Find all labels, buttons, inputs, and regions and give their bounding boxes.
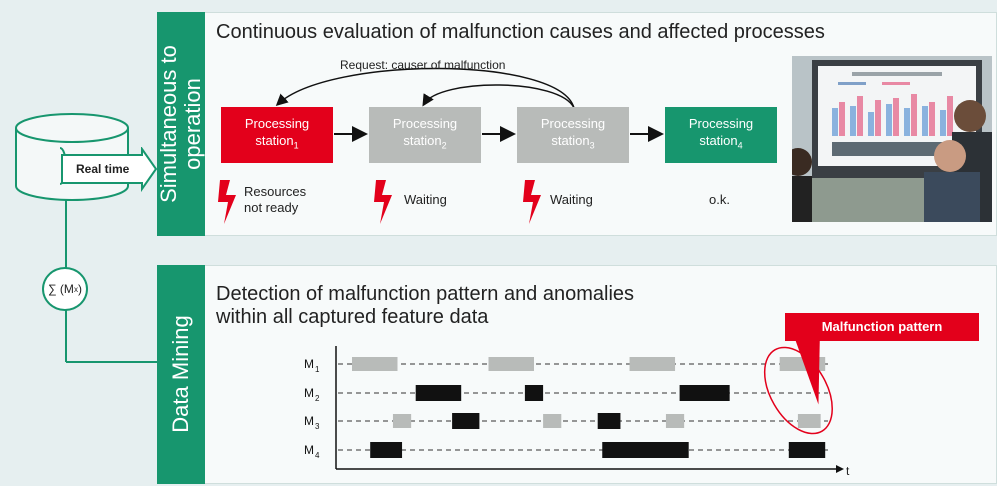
malfunction-highlight <box>763 346 833 435</box>
timeline-segment <box>452 413 480 429</box>
timeline-segment <box>679 385 730 401</box>
timeline-segment <box>797 414 821 428</box>
request-label: Request: causer of malfunction <box>340 58 506 72</box>
row-label: M <box>304 443 314 457</box>
row-label-sub: 1 <box>315 365 320 374</box>
row-label: M <box>304 414 314 428</box>
timeline-segment <box>524 385 544 401</box>
station-4-sub: 4 <box>737 140 743 151</box>
lightning-icon <box>218 180 236 224</box>
station-4-label: Processing <box>688 116 754 132</box>
station-3-name: station <box>551 133 590 149</box>
station-2-sub: 2 <box>441 140 447 151</box>
timeline-segment <box>415 385 462 401</box>
timeline-segment <box>629 357 676 371</box>
bottom-heading: Detection of malfunction pattern and ano… <box>216 283 634 329</box>
row-label-sub: 3 <box>315 422 320 431</box>
lightning-icon <box>374 180 392 224</box>
bottom-side-bar <box>157 265 205 484</box>
status-station-3: Waiting <box>550 192 593 207</box>
timeline-segment <box>788 442 826 458</box>
station-3-label: Processing <box>540 116 606 132</box>
station-1-sub: 1 <box>293 140 299 151</box>
lightning-icon <box>523 180 541 224</box>
realtime-arrow <box>61 147 158 193</box>
meeting-photo <box>792 56 992 222</box>
row-label: M <box>304 357 314 371</box>
timeline-segment <box>665 414 685 428</box>
callout-pointer <box>790 325 820 405</box>
station-2-name: station <box>403 133 442 149</box>
status-1-line1: Resources <box>244 184 307 199</box>
bottom-heading-line1: Detection of malfunction pattern and ano… <box>216 283 635 305</box>
realtime-label: Real time <box>76 162 130 176</box>
row-label: M <box>304 386 314 400</box>
station-1-name: station <box>255 133 294 149</box>
bottom-heading-line2: within all captured feature data <box>216 306 489 328</box>
station-2: Processing station2 <box>369 107 481 163</box>
malfunction-pattern-callout: Malfunction pattern <box>785 313 979 341</box>
sum-label: ∑ (M <box>48 282 74 296</box>
timeline-segment <box>597 413 621 429</box>
x-axis-arrowhead <box>836 465 844 473</box>
bottom-panel <box>157 265 997 484</box>
timeline-segment <box>370 442 403 458</box>
timeline-segment <box>602 442 689 458</box>
station-2-label: Processing <box>392 116 458 132</box>
status-station-2: Waiting <box>404 192 447 207</box>
station-1: Processing station1 <box>221 107 333 163</box>
timeline-segment <box>543 414 562 428</box>
timeline-segment <box>488 357 534 371</box>
x-axis-label: t <box>846 464 850 478</box>
row-label-sub: 4 <box>315 451 320 460</box>
status-station-1: Resources not ready <box>244 184 306 216</box>
status-1-line2: not ready <box>244 200 299 215</box>
top-side-bar <box>157 12 205 236</box>
sum-sub: x <box>73 284 78 294</box>
top-heading: Continuous evaluation of malfunction cau… <box>216 21 825 43</box>
station-4: Processing station4 <box>665 107 777 163</box>
station-3-sub: 3 <box>589 140 595 151</box>
timeline-segment <box>392 414 412 428</box>
status-station-4: o.k. <box>709 192 730 207</box>
station-3: Processing station3 <box>517 107 629 163</box>
station-4-name: station <box>699 133 738 149</box>
row-label-sub: 2 <box>315 394 320 403</box>
timeline-segment <box>352 357 398 371</box>
station-1-label: Processing <box>244 116 310 132</box>
sum-close: ) <box>77 282 82 296</box>
